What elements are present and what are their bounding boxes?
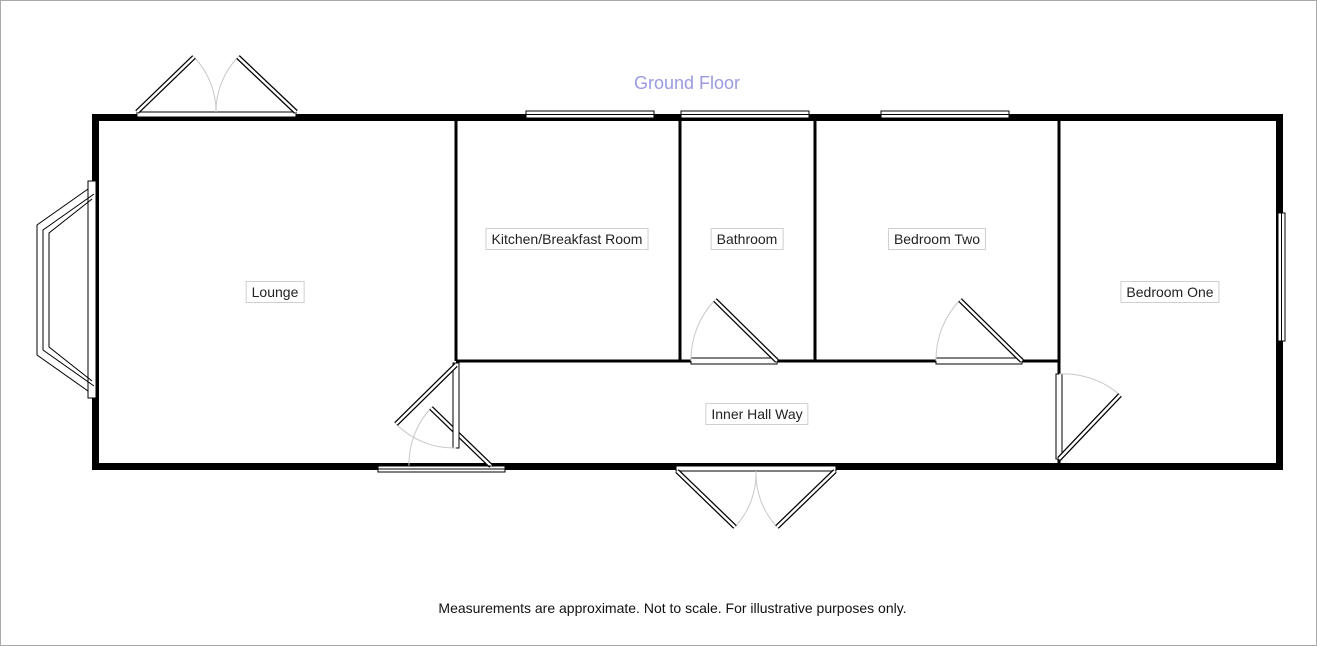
bathroom-window bbox=[680, 110, 810, 119]
lounge-hall-door[interactable] bbox=[394, 362, 460, 449]
bedroom-two-window bbox=[880, 110, 1010, 119]
room-label-bedroom-two: Bedroom Two bbox=[887, 228, 987, 250]
bedroom-one-door[interactable] bbox=[1055, 373, 1122, 461]
bay-window bbox=[36, 180, 97, 399]
kitchen-window bbox=[525, 110, 655, 119]
bedroom-one-window bbox=[1277, 212, 1286, 342]
room-label-bedroom-one: Bedroom One bbox=[1120, 281, 1220, 303]
lounge-french-doors[interactable] bbox=[135, 55, 298, 118]
room-label-lounge: Lounge bbox=[245, 281, 305, 303]
bathroom-door[interactable] bbox=[690, 298, 779, 365]
floor-title: Ground Floor bbox=[633, 73, 741, 93]
disclaimer-text: Measurements are approximate. Not to sca… bbox=[438, 600, 907, 616]
room-label-bathroom: Bathroom bbox=[710, 228, 784, 250]
side-entrance-door[interactable] bbox=[377, 406, 506, 473]
room-label-hallway: Inner Hall Way bbox=[705, 403, 809, 425]
bedroom-two-door[interactable] bbox=[935, 298, 1024, 365]
front-double-doors[interactable] bbox=[675, 465, 837, 529]
windows bbox=[36, 110, 1286, 399]
room-label-kitchen: Kitchen/Breakfast Room bbox=[485, 228, 649, 250]
